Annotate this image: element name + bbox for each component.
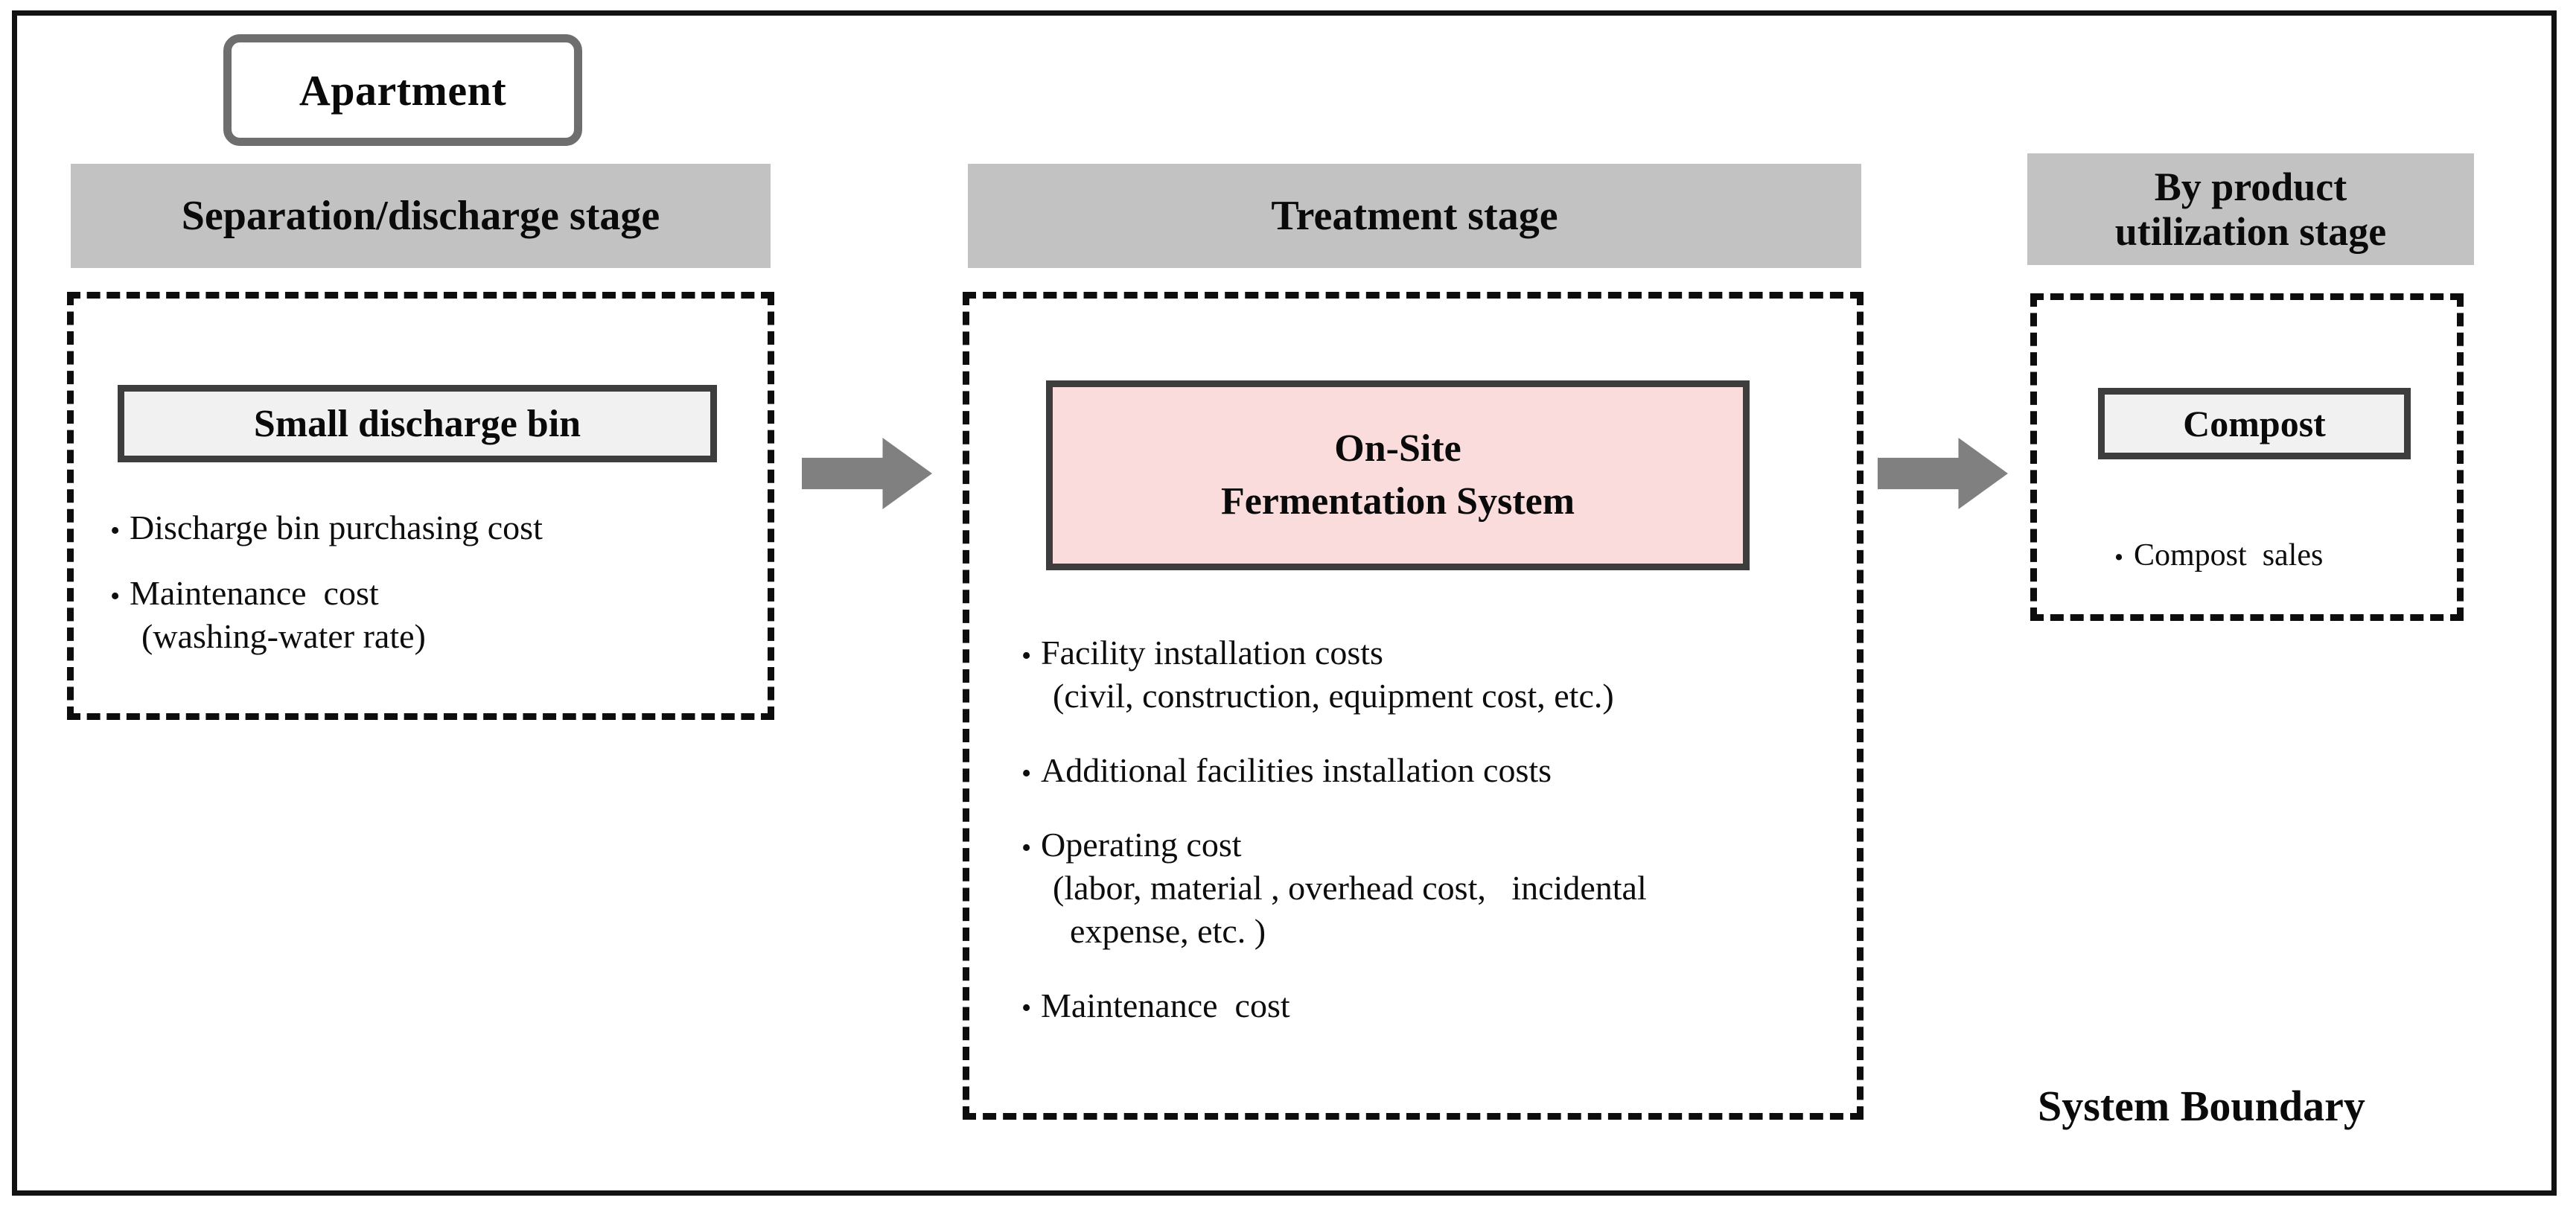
bullet-line: Discharge bin purchasing cost	[130, 506, 736, 549]
list-item: Additional facilities installation costs	[1021, 749, 1848, 792]
bullet-line: (labor, material , overhead cost, incide…	[1053, 868, 1647, 907]
bullet-line: Facility installation costs	[1041, 631, 1848, 675]
bullet-line: Maintenance cost	[130, 572, 736, 615]
stage-header-treatment-label: Treatment stage	[1271, 192, 1558, 239]
list-item: Discharge bin purchasing cost	[110, 506, 736, 549]
cost-list-separation-discharge: Discharge bin purchasing cost Maintenanc…	[110, 506, 736, 680]
bullet-line: (washing-water rate)	[141, 616, 426, 655]
list-item: Facility installation costs (civil, cons…	[1021, 631, 1848, 718]
list-item: Maintenance cost	[1021, 984, 1848, 1027]
apartment-node: Apartment	[223, 34, 582, 146]
fermentation-label-line-1: On-Site	[1334, 427, 1461, 471]
on-site-fermentation-system-node: On-Site Fermentation System	[1046, 380, 1750, 570]
on-site-fermentation-system-label: On-Site Fermentation System	[1221, 423, 1575, 527]
list-item: Operating cost (labor, material , overhe…	[1021, 823, 1848, 953]
bullet-line: Compost sales	[2134, 536, 2435, 575]
stage-header-separation-discharge-label: Separation/discharge stage	[181, 192, 660, 239]
list-item: Maintenance cost (washing-water rate)	[110, 572, 736, 658]
compost-label: Compost	[2183, 403, 2326, 444]
bullet-line: (civil, construction, equipment cost, et…	[1053, 676, 1614, 715]
bullet-line: expense, etc. )	[1053, 911, 1266, 950]
stage-header-separation-discharge: Separation/discharge stage	[71, 164, 771, 268]
bullet-line: Operating cost	[1041, 823, 1848, 867]
small-discharge-bin-label: Small discharge bin	[253, 402, 581, 445]
small-discharge-bin-node: Small discharge bin	[118, 385, 717, 462]
compost-node: Compost	[2098, 388, 2411, 459]
dashed-boundary-byproduct-utilization	[2030, 293, 2464, 621]
cost-list-treatment: Facility installation costs (civil, cons…	[1021, 631, 1848, 1059]
stage-header-treatment: Treatment stage	[968, 164, 1861, 268]
system-boundary-caption: System Boundary	[2038, 1082, 2365, 1130]
byproduct-header-line-1: By product	[2154, 164, 2347, 209]
dashed-boundary-treatment	[963, 292, 1864, 1120]
list-item: Compost sales	[2114, 536, 2435, 575]
bullet-line: Additional facilities installation costs	[1041, 749, 1848, 792]
dashed-boundary-separation-discharge	[67, 292, 774, 720]
stage-header-byproduct-utilization: By product utilization stage	[2027, 153, 2474, 265]
stage-header-byproduct-utilization-label: By product utilization stage	[2115, 165, 2386, 255]
byproduct-header-line-2: utilization stage	[2114, 209, 2387, 254]
bullet-line: Maintenance cost	[1041, 984, 1848, 1027]
cost-list-byproduct-utilization: Compost sales	[2114, 536, 2435, 575]
apartment-label: Apartment	[299, 66, 507, 115]
fermentation-label-line-2: Fermentation System	[1220, 479, 1575, 523]
